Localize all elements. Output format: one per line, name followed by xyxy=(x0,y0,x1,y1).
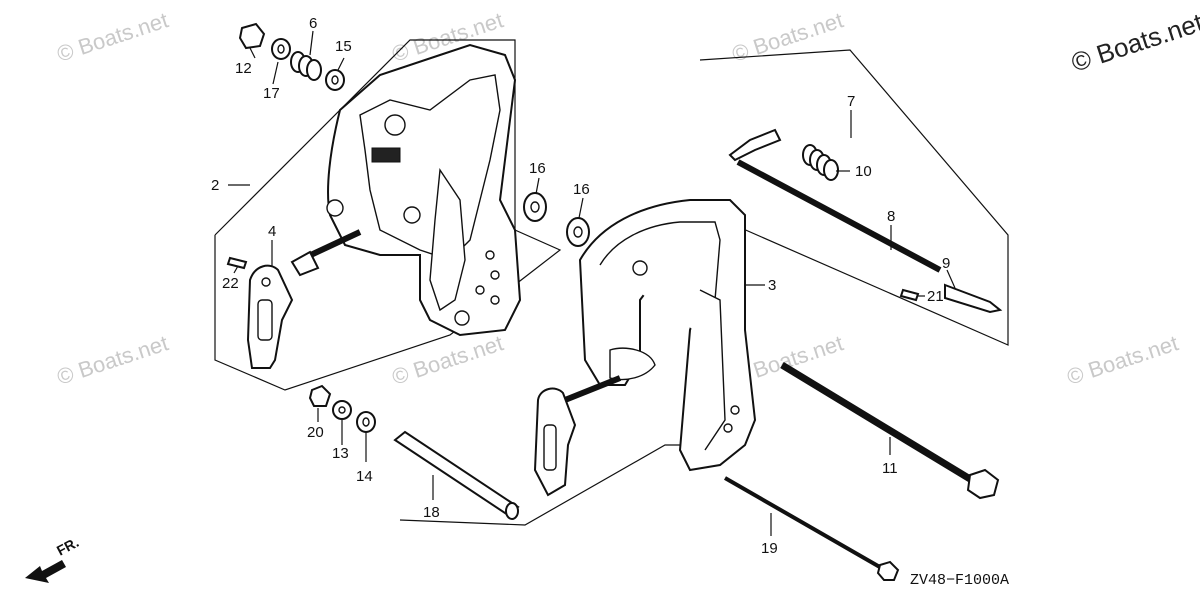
part-label-12: 12 xyxy=(235,60,252,77)
left-bracket-outline xyxy=(214,39,562,391)
part-label-11: 11 xyxy=(882,460,898,477)
part-label-7: 7 xyxy=(847,93,855,110)
part-label-20: 20 xyxy=(307,424,324,441)
part-labels: 2 3 4 6 7 8 9 10 11 12 13 14 15 16 16 17… xyxy=(211,15,950,557)
left-clamp-handle xyxy=(246,264,294,369)
part-label-14: 14 xyxy=(356,468,373,485)
part-label-16-left: 16 xyxy=(529,160,546,177)
front-direction-indicator: FR. xyxy=(25,534,81,583)
washer-16-left-hole xyxy=(530,201,540,213)
part-label-16-right: 16 xyxy=(573,181,590,198)
part-label-8: 8 xyxy=(887,208,895,225)
watermark: © Boats.net xyxy=(54,330,171,389)
right-clamp-handle xyxy=(533,387,577,497)
watermark: © Boats.net xyxy=(389,330,506,389)
pin-9 xyxy=(944,283,1003,314)
part-label-22: 22 xyxy=(222,275,239,292)
top-hardware xyxy=(238,22,345,91)
watermark-main: © Boats.net xyxy=(1068,7,1200,78)
lower-outline xyxy=(399,444,680,526)
washer-16-right-hole xyxy=(573,226,583,238)
watermark: © Boats.net xyxy=(54,7,171,66)
part-label-4: 4 xyxy=(268,223,276,240)
left-stern-bracket xyxy=(290,43,522,337)
part-label-10: 10 xyxy=(855,163,872,180)
pin-22 xyxy=(226,256,248,270)
bolt-11 xyxy=(780,362,1000,500)
diagram-code: ZV48−F1000A xyxy=(910,572,1009,589)
right-stern-bracket xyxy=(563,199,757,472)
right-rod-outline xyxy=(699,49,1009,346)
assembly-outlines xyxy=(214,39,1009,526)
watermark: © Boats.net xyxy=(729,7,846,66)
front-label: FR. xyxy=(54,534,81,559)
part-label-13: 13 xyxy=(332,445,349,462)
front-arrow-icon xyxy=(25,560,66,583)
part-label-18: 18 xyxy=(423,504,440,521)
part-label-3: 3 xyxy=(768,277,776,294)
bolt-19 xyxy=(724,476,900,581)
watermark: © Boats.net xyxy=(1064,330,1181,389)
tilt-rod-7 xyxy=(728,128,942,273)
part-label-17: 17 xyxy=(263,85,280,102)
spring-10 xyxy=(802,144,839,181)
part-label-2: 2 xyxy=(211,177,219,194)
part-label-19: 19 xyxy=(761,540,778,557)
part-label-15: 15 xyxy=(335,38,352,55)
tube-18 xyxy=(393,430,520,520)
lower-hardware xyxy=(308,384,376,433)
part-label-6: 6 xyxy=(309,15,317,32)
part-label-9: 9 xyxy=(942,255,950,272)
leader-lines xyxy=(228,30,956,536)
part-label-21: 21 xyxy=(927,288,944,305)
pin-21 xyxy=(899,288,920,302)
